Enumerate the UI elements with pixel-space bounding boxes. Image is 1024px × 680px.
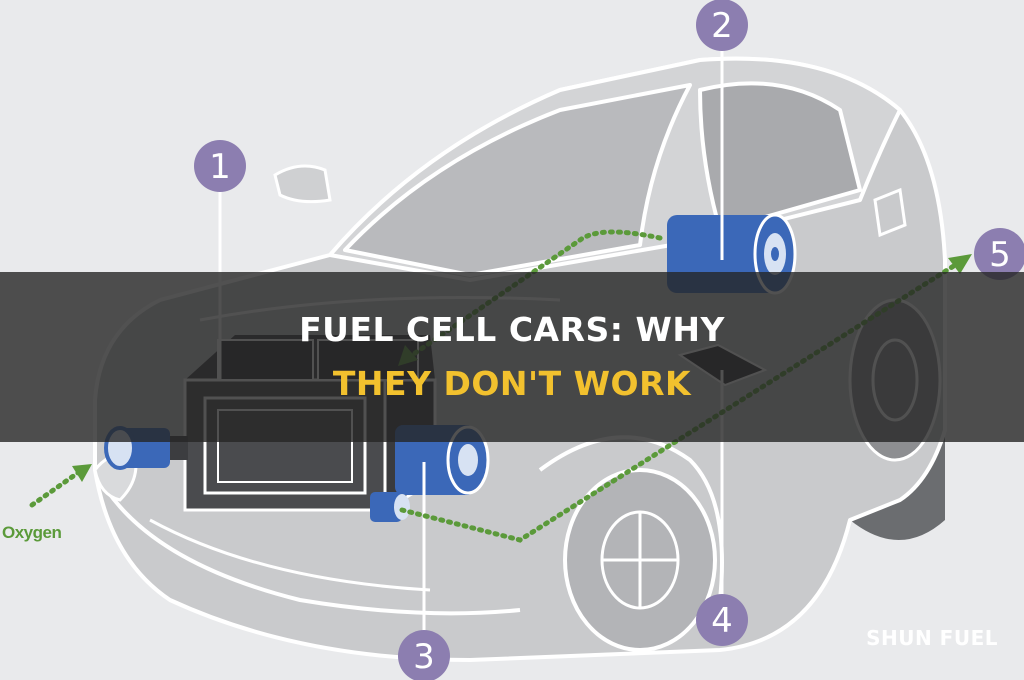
badge-1: 1 bbox=[194, 140, 246, 192]
badge-2: 2 bbox=[696, 0, 748, 51]
svg-text:1: 1 bbox=[209, 147, 231, 187]
svg-text:3: 3 bbox=[413, 637, 435, 677]
badge-4: 4 bbox=[696, 594, 748, 646]
brand-logo-text: SHUN FUEL bbox=[866, 626, 998, 650]
svg-text:5: 5 bbox=[989, 235, 1011, 275]
badge-3: 3 bbox=[398, 630, 450, 680]
oxygen-label: Oxygen bbox=[2, 523, 61, 542]
svg-text:4: 4 bbox=[711, 601, 733, 641]
title-band: FUEL CELL CARS: WHY THEY DON'T WORK bbox=[0, 272, 1024, 442]
title-line-2: THEY DON'T WORK bbox=[0, 364, 1024, 403]
svg-text:2: 2 bbox=[711, 6, 733, 46]
title-line-1: FUEL CELL CARS: WHY bbox=[0, 310, 1024, 349]
